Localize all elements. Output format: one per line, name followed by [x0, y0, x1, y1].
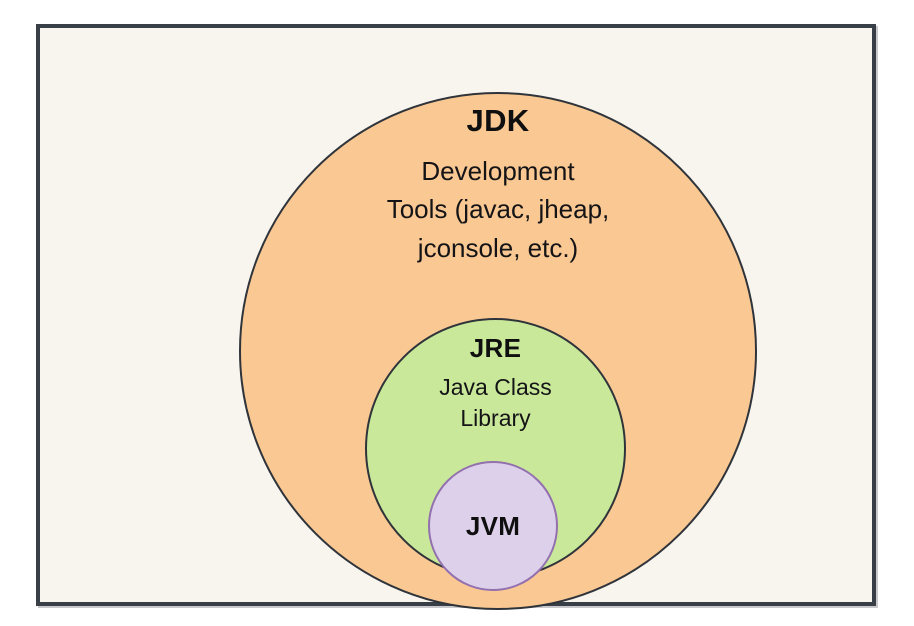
- jdk-description: Development Tools (javac, jheap, jconsol…: [333, 152, 663, 267]
- jvm-circle[interactable]: JVM: [428, 461, 558, 591]
- jre-description-line-1: Java Class: [439, 373, 552, 400]
- diagram-frame: JDK Development Tools (javac, jheap, jco…: [36, 24, 876, 610]
- jdk-heading: JDK: [466, 103, 530, 138]
- jvm-heading: JVM: [465, 510, 521, 541]
- jdk-description-line-2: Tools (javac, jheap,: [386, 194, 610, 225]
- jdk-description-line-1: Development: [421, 156, 575, 187]
- jre-heading: JRE: [469, 333, 522, 363]
- jre-description: Java Class Library: [396, 372, 596, 435]
- jre-description-line-2: Library: [460, 405, 531, 432]
- jdk-description-line-3: jconsole, etc.): [417, 232, 579, 263]
